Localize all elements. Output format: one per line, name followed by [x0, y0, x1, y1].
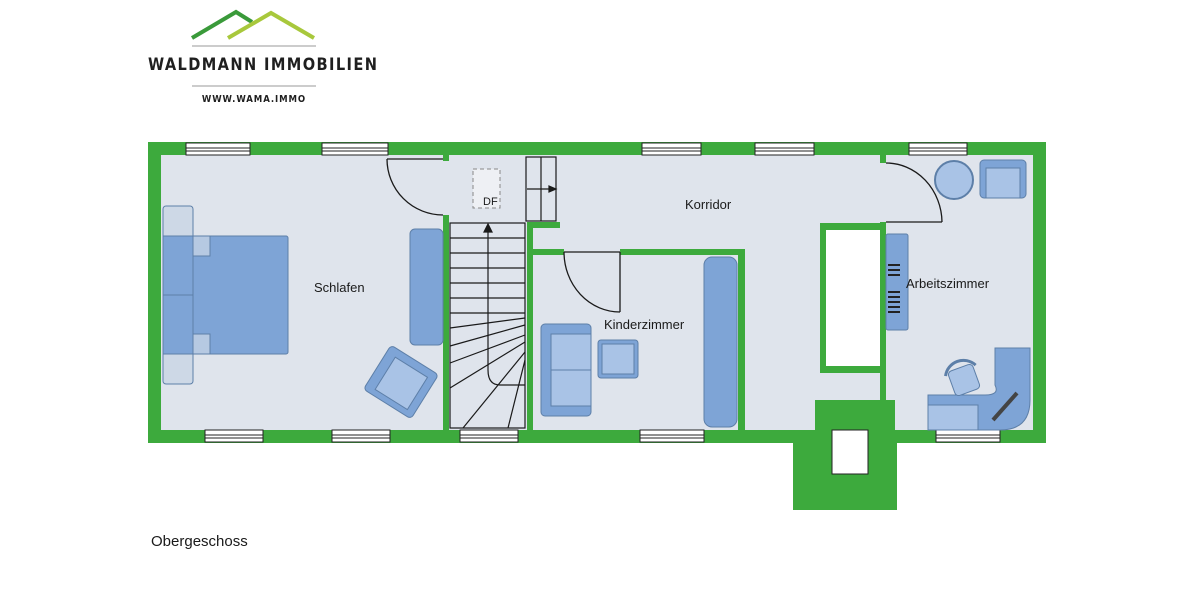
- corner-desk: [927, 347, 1031, 431]
- armchair-schlafen: [364, 346, 438, 418]
- round-table: [934, 160, 974, 200]
- brand-url: WWW.WAMA.IMMO: [201, 94, 307, 105]
- room-label-korridor: Korridor: [685, 197, 732, 212]
- sofa-kinderzimmer: [540, 323, 592, 417]
- office-chair: [944, 358, 981, 397]
- doors: [386, 158, 943, 313]
- windows: [185, 142, 1001, 443]
- roof-window-label: DF: [483, 196, 498, 208]
- armchair-arbeitszimmer: [979, 159, 1027, 199]
- dresser: [409, 228, 444, 346]
- room-label-schlafen: Schlafen: [314, 280, 365, 295]
- room-label-arbeitszimmer: Arbeitszimmer: [906, 276, 990, 291]
- wardrobe: [703, 256, 738, 428]
- bed: [162, 205, 289, 385]
- room-label-kinderzimmer: Kinderzimmer: [604, 317, 685, 332]
- armchair-kinderzimmer: [597, 339, 639, 379]
- roof-window: [472, 168, 501, 209]
- bookshelf: [885, 233, 909, 331]
- brand-name: WALDMANN IMMOBILIEN: [148, 55, 379, 75]
- floor-caption: Obergeschoss: [151, 533, 248, 550]
- chimney-flue: [831, 429, 869, 475]
- logo-roof-icon: [190, 9, 316, 87]
- staircase: [449, 156, 558, 429]
